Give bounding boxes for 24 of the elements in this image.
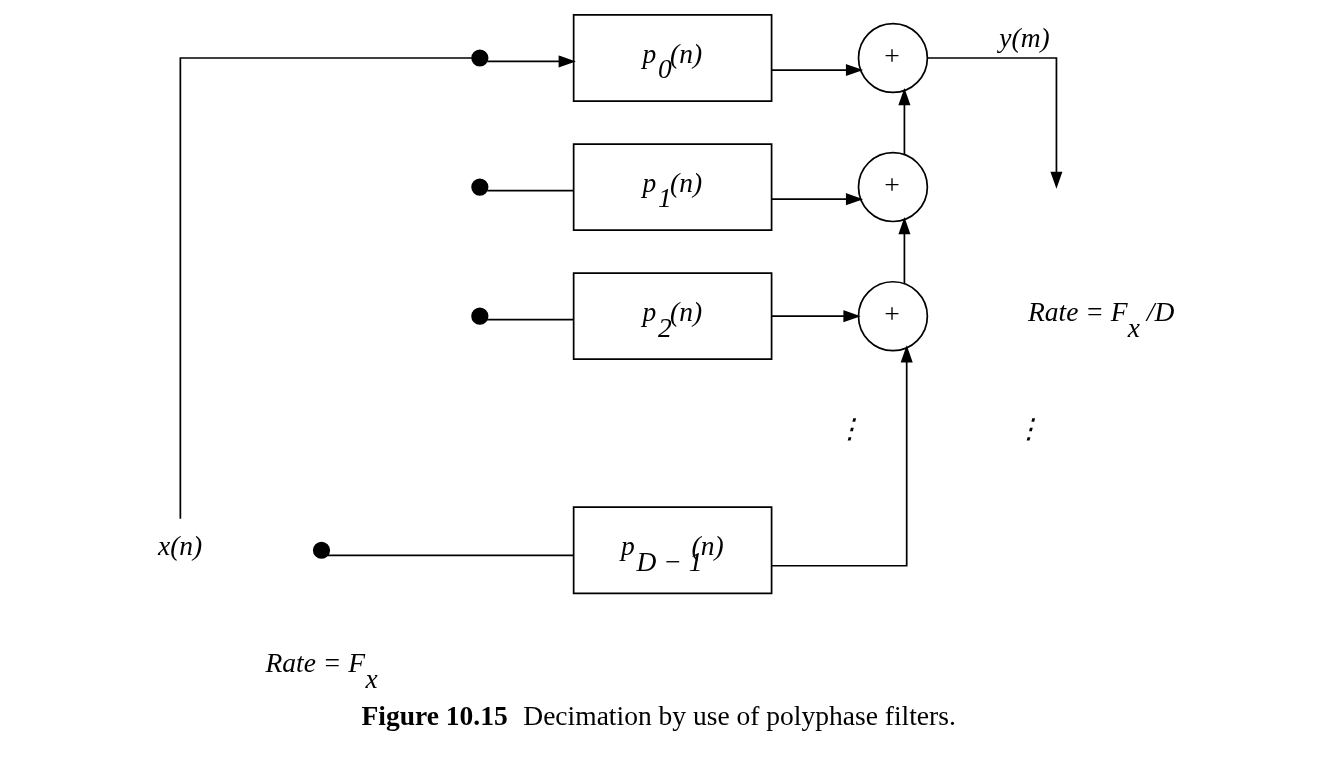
node-circle bbox=[470, 307, 488, 325]
node-circle bbox=[470, 49, 488, 67]
connector bbox=[179, 57, 473, 520]
edge-label: y(m) bbox=[998, 22, 1050, 54]
node-circle: + bbox=[857, 22, 928, 94]
arrow bbox=[770, 345, 913, 567]
label: ⋮ bbox=[1014, 413, 1043, 445]
connector bbox=[326, 554, 574, 557]
node-circle: + bbox=[857, 280, 928, 352]
arrow bbox=[485, 55, 576, 68]
node-circle: + bbox=[857, 151, 928, 223]
arrow bbox=[770, 193, 863, 206]
arrow bbox=[770, 310, 861, 323]
node-text: x(n) bbox=[157, 530, 202, 562]
arrow bbox=[897, 87, 910, 156]
arrow bbox=[897, 217, 910, 285]
arrow bbox=[926, 57, 1062, 189]
node-circle bbox=[312, 541, 330, 559]
arrow bbox=[770, 64, 863, 77]
connector bbox=[485, 318, 574, 321]
label: ⋮ bbox=[835, 413, 864, 445]
node-circle bbox=[470, 178, 488, 196]
connector bbox=[485, 189, 574, 192]
caption: Figure 10.15 Decimation by use of polyphase filters. bbox=[361, 700, 956, 732]
